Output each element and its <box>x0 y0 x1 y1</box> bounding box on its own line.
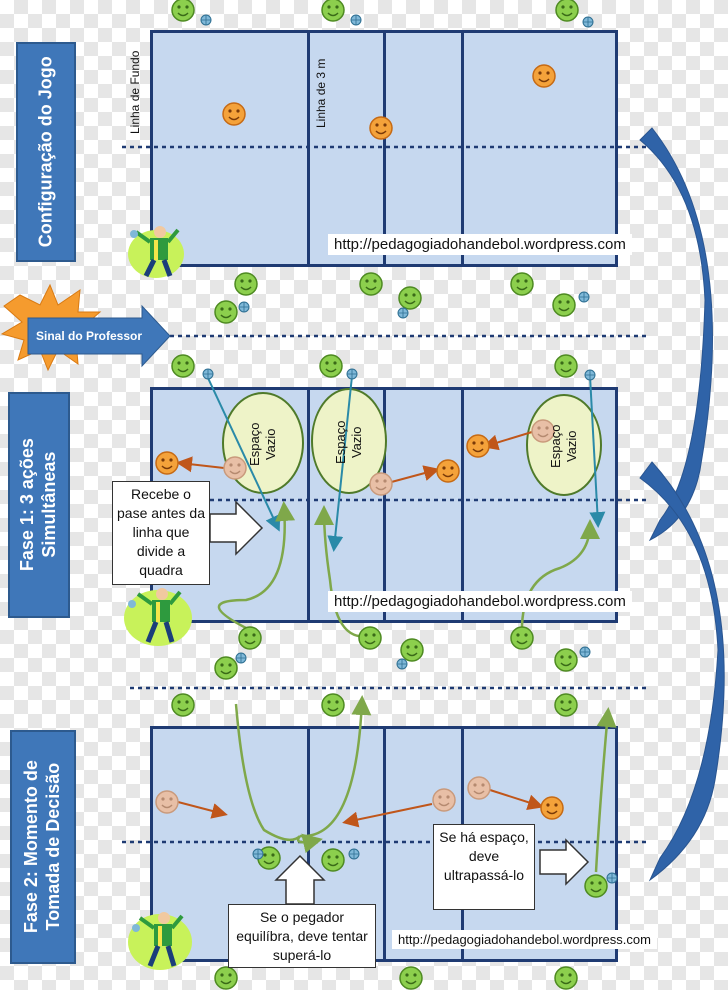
note-if-catcher: Se o pegador equilíbra, deve tentar supe… <box>228 904 376 968</box>
signal-label: Sinal do Professor <box>36 329 143 343</box>
phase-label-phase2: Fase 2: Momento de Tomada de Decisão <box>10 730 76 964</box>
empty-space-line1: Espaço <box>332 420 348 464</box>
court-line <box>307 33 310 264</box>
phase-label-setup: Configuração do Jogo <box>16 42 76 262</box>
empty-space-label: Espaço Vazio <box>247 421 280 467</box>
court-line <box>461 33 464 264</box>
smiley-players-green <box>171 0 608 990</box>
hollow-arrows <box>209 500 590 905</box>
big-arrow <box>639 127 725 882</box>
goalkeeper-figure <box>124 226 192 970</box>
court-line <box>383 33 386 264</box>
court-line <box>383 729 386 959</box>
empty-space-line1: Espaço <box>246 422 262 466</box>
empty-space-label: Espaço Vazio <box>548 423 581 469</box>
signal-burst <box>0 283 171 372</box>
empty-space-line1: Espaço <box>547 424 563 468</box>
url-label: http://pedagogiadohandebol.wordpress.com <box>328 234 632 255</box>
url-label: http://pedagogiadohandebol.wordpress.com <box>328 591 632 612</box>
phase-label-phase1: Fase 1: 3 ações Simultâneas <box>8 392 70 618</box>
court-line <box>383 390 386 620</box>
court-line <box>461 390 464 620</box>
note-if-space: Se há espaço, deve ultrapassá-lo <box>433 824 535 910</box>
note-receive-pass: Recebe o pase antes da linha que divide … <box>112 481 210 585</box>
url-label: http://pedagogiadohandebol.wordpress.com <box>392 930 657 949</box>
empty-space-label: Espaço Vazio <box>333 419 366 465</box>
empty-space-line2: Vazio <box>564 430 579 463</box>
empty-space-line2: Vazio <box>349 426 364 459</box>
court-line <box>307 390 310 620</box>
empty-space-line2: Vazio <box>263 428 278 461</box>
dashed-lines <box>122 145 650 844</box>
